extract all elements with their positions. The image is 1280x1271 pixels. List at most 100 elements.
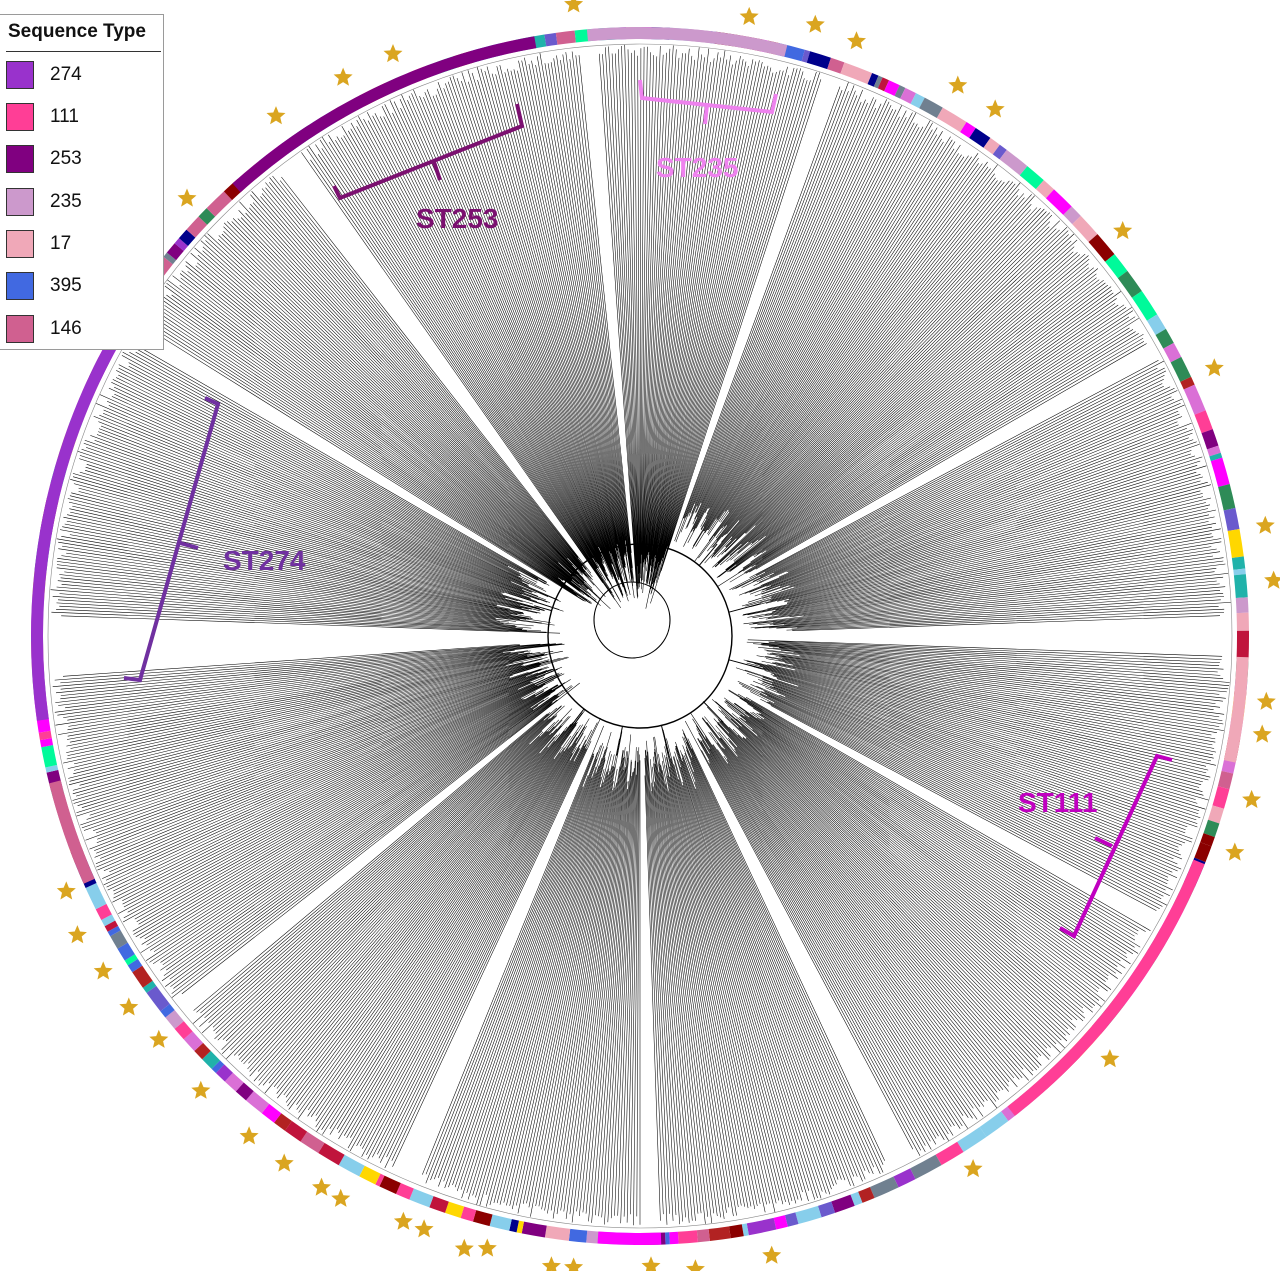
ring-segment — [146, 985, 170, 1012]
ring-segment — [163, 252, 177, 265]
ring-segment — [873, 75, 883, 89]
ring-segment — [142, 980, 157, 993]
tree-inner-arc — [593, 581, 671, 659]
legend-title: Sequence Type — [8, 21, 146, 42]
highlight-star — [239, 1126, 259, 1145]
clade-bracket-tick-st274 — [179, 541, 199, 550]
highlight-star — [56, 881, 76, 900]
ring-segment — [877, 77, 890, 92]
tree-stem — [616, 726, 623, 756]
ring-segment — [801, 49, 811, 63]
ring-segment — [284, 1121, 308, 1142]
ring-segment — [1233, 574, 1248, 599]
highlight-star — [985, 99, 1005, 118]
legend-swatch-111 — [6, 103, 34, 131]
ring-segment — [132, 965, 153, 988]
ring-segment — [174, 238, 189, 251]
ring-segment — [211, 1060, 225, 1074]
ring-segment — [1117, 270, 1142, 298]
ring-segment — [1218, 483, 1236, 511]
ring-segment — [1131, 290, 1158, 321]
legend-swatch-235 — [6, 188, 34, 216]
ring-segment — [1233, 568, 1246, 576]
tree-branch-cluster — [674, 82, 1147, 587]
ring-segment — [884, 80, 900, 96]
ring-segment — [194, 1042, 211, 1060]
ring-block — [232, 36, 537, 193]
ring-segment — [1170, 356, 1192, 382]
legend-label-395: 395 — [50, 275, 82, 296]
highlight-star — [477, 1238, 497, 1257]
ring-segment — [784, 1212, 799, 1227]
ring-segment — [1236, 630, 1249, 660]
ring-segment — [1019, 166, 1044, 190]
ring-segment — [677, 1230, 698, 1244]
tree-branch-cluster — [422, 725, 641, 1226]
ring-segment — [202, 1050, 221, 1069]
ring-segment — [1180, 376, 1195, 390]
tree-stem — [728, 659, 761, 669]
tree-stem — [546, 668, 555, 673]
clade-st111: ST111 — [1018, 753, 1173, 939]
highlight-star — [1256, 691, 1276, 710]
tree-stem — [698, 543, 718, 566]
legend-label-146: 146 — [50, 318, 82, 339]
ring-segment — [206, 191, 233, 217]
ring-segment — [728, 1224, 744, 1239]
ring-segment — [1235, 597, 1249, 614]
ring-segment — [318, 1142, 345, 1166]
ring-segment — [183, 1031, 204, 1052]
tree-branch-cluster — [735, 639, 1230, 911]
ring-segment — [104, 920, 119, 932]
highlight-star — [762, 1245, 782, 1264]
highlight-star — [312, 1177, 331, 1196]
ring-segment — [960, 121, 976, 138]
ring-segment — [521, 1221, 547, 1238]
highlight-star — [739, 6, 759, 26]
ring-segment — [1194, 410, 1213, 434]
legend-item-253: 253 — [6, 145, 156, 177]
legend-swatch-253 — [6, 145, 34, 173]
legend-swatch-395 — [6, 272, 34, 300]
ring-segment — [817, 1201, 836, 1218]
highlight-star — [67, 925, 87, 944]
ring-segment — [1035, 180, 1055, 199]
ring-segment — [245, 1091, 270, 1114]
ring-segment — [1208, 805, 1224, 824]
ring-segment — [900, 87, 916, 104]
ring-segment — [235, 1082, 254, 1101]
highlight-star — [1242, 789, 1262, 808]
ring-block — [597, 1231, 662, 1245]
ring-segment — [741, 1223, 749, 1237]
highlight-star — [119, 997, 139, 1016]
ring-segment — [1072, 215, 1098, 243]
clade-bracket-tick-st111 — [1094, 836, 1113, 848]
highlight-star — [149, 1029, 169, 1048]
ring-segment — [1212, 786, 1230, 809]
ring-segment — [858, 1186, 875, 1203]
ring-segment — [101, 914, 116, 927]
ring-block — [30, 286, 151, 721]
highlight-star — [1113, 221, 1133, 240]
ring-segment — [894, 85, 906, 99]
ring-segment — [957, 1126, 987, 1152]
ring-segment — [831, 1194, 855, 1213]
tree-branch-cluster — [301, 51, 635, 609]
clade-st253: ST253 — [332, 103, 525, 234]
ring-segment — [979, 1111, 1009, 1137]
ring-segment — [992, 144, 1007, 160]
ring-segment — [1155, 328, 1174, 349]
highlight-star — [564, 0, 584, 13]
ring-segment — [160, 1003, 175, 1018]
highlight-star — [93, 961, 113, 980]
clade-st235: ST235 — [638, 79, 778, 183]
legend-swatch-274 — [6, 61, 34, 89]
clade-bracket-st111 — [1059, 753, 1173, 939]
tree-branch-cluster — [729, 360, 1231, 631]
legend-label-111: 111 — [50, 106, 79, 127]
ring-segment — [969, 127, 991, 148]
tree-branch-cluster — [599, 44, 822, 609]
ring-segment — [395, 1182, 414, 1200]
ring-segment — [1201, 429, 1219, 450]
